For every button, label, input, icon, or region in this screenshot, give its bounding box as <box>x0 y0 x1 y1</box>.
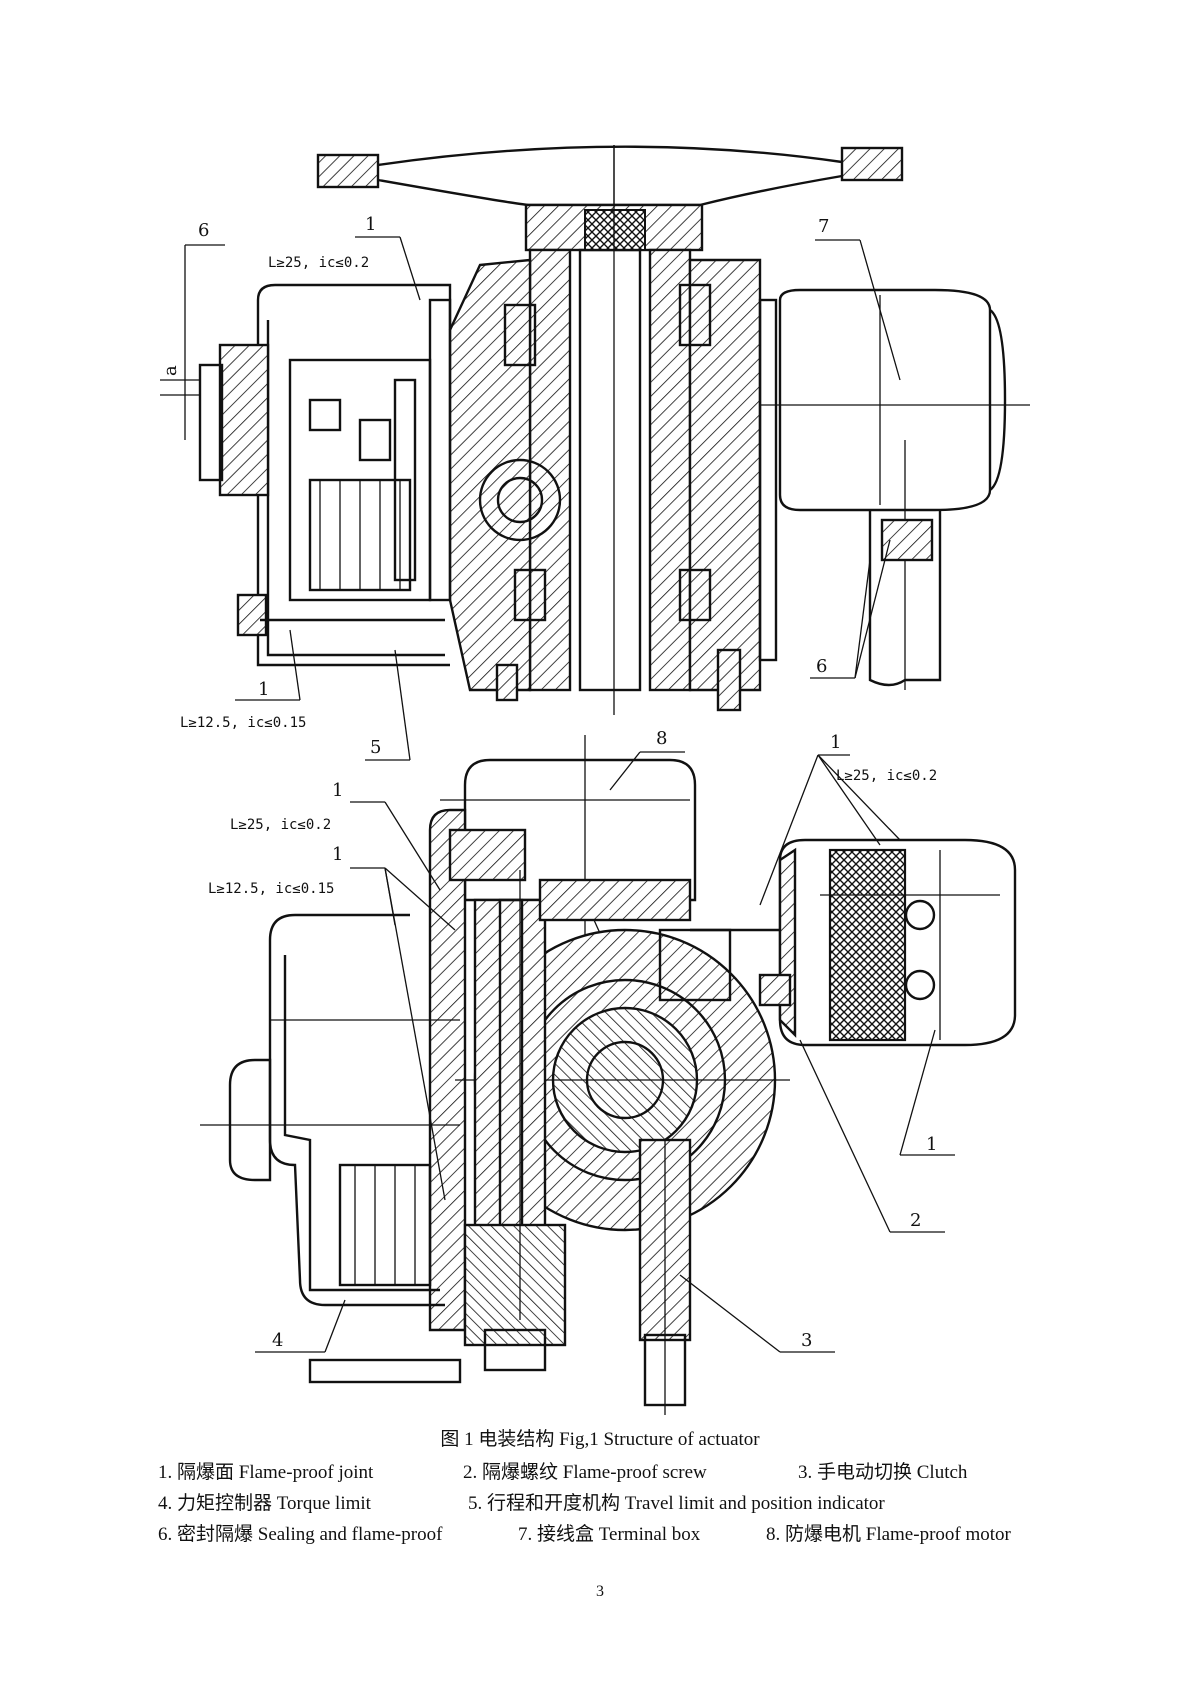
spec-top-1: L≥25, ic≤0.2 <box>268 255 369 271</box>
legend-item-flame-proof-motor: 8. 防爆电机 Flame-proof motor <box>766 1524 1011 1545</box>
terminal-box <box>760 288 1030 690</box>
control-housing <box>160 283 452 667</box>
legend-item-travel-limit: 5. 行程和开度机构 Travel limit and position ind… <box>468 1493 885 1514</box>
gearbox-body <box>448 258 778 712</box>
legend-item-terminal-box: 7. 接线盒 Terminal box <box>518 1524 701 1545</box>
callout-1-lower-right: 1 <box>926 1134 937 1155</box>
bottom-callouts <box>255 751 955 1353</box>
callout-1-a: 1 <box>332 780 343 801</box>
callout-4: 4 <box>272 1330 283 1351</box>
page-number: 3 <box>596 1583 604 1600</box>
legend-item-flame-proof-joint: 1. 隔爆面 Flame-proof joint <box>158 1462 374 1483</box>
legend-item-clutch: 3. 手电动切换 Clutch <box>798 1462 968 1483</box>
top-section-view: 6 1 7 1 5 6 a L≥25, ic≤0.2 L≥12.5, ic≤0.… <box>160 145 1030 761</box>
legend-item-torque-limit: 4. 力矩控制器 Torque limit <box>158 1493 371 1514</box>
callout-2: 2 <box>910 1210 921 1231</box>
legend-item-sealing: 6. 密封隔爆 Sealing and flame-proof <box>158 1524 443 1545</box>
handwheel <box>316 145 904 207</box>
figure-caption: 图 1 电装结构 Fig,1 Structure of actuator <box>440 1429 760 1450</box>
callout-7: 7 <box>818 216 829 237</box>
top-callouts <box>184 236 901 761</box>
callout-3: 3 <box>801 1330 812 1351</box>
callout-1-top: 1 <box>365 214 376 235</box>
spec-bottom-right: L≥25, ic≤0.2 <box>836 768 937 784</box>
legend-item-flame-proof-screw: 2. 隔爆螺纹 Flame-proof screw <box>463 1462 707 1483</box>
callout-6-right: 6 <box>816 656 827 677</box>
central-shaft <box>524 145 704 715</box>
torque-limit-housing <box>200 913 462 1384</box>
right-terminal-box <box>690 838 1017 1047</box>
callout-5: 5 <box>370 737 381 758</box>
callout-6-left: 6 <box>198 220 209 241</box>
callout-1-right: 1 <box>830 732 841 753</box>
callout-1-bottom: 1 <box>258 679 269 700</box>
spec-bottom-1: L≥25, ic≤0.2 <box>230 817 331 833</box>
callout-1-b: 1 <box>332 844 343 865</box>
worm-gear-housing <box>428 808 790 1415</box>
bottom-section-view: 8 1 1 1 1 2 3 4 L≥25, ic≤0.2 L≥25, ic≤0.… <box>200 728 1017 1415</box>
actuator-structure-drawing: 6 1 7 1 5 6 a L≥25, ic≤0.2 L≥12.5, ic≤0.… <box>160 145 1030 1415</box>
dimension-a: a <box>160 365 181 376</box>
spec-top-2: L≥12.5, ic≤0.15 <box>180 715 306 731</box>
callout-8: 8 <box>656 728 667 749</box>
spec-bottom-2: L≥12.5, ic≤0.15 <box>208 881 334 897</box>
